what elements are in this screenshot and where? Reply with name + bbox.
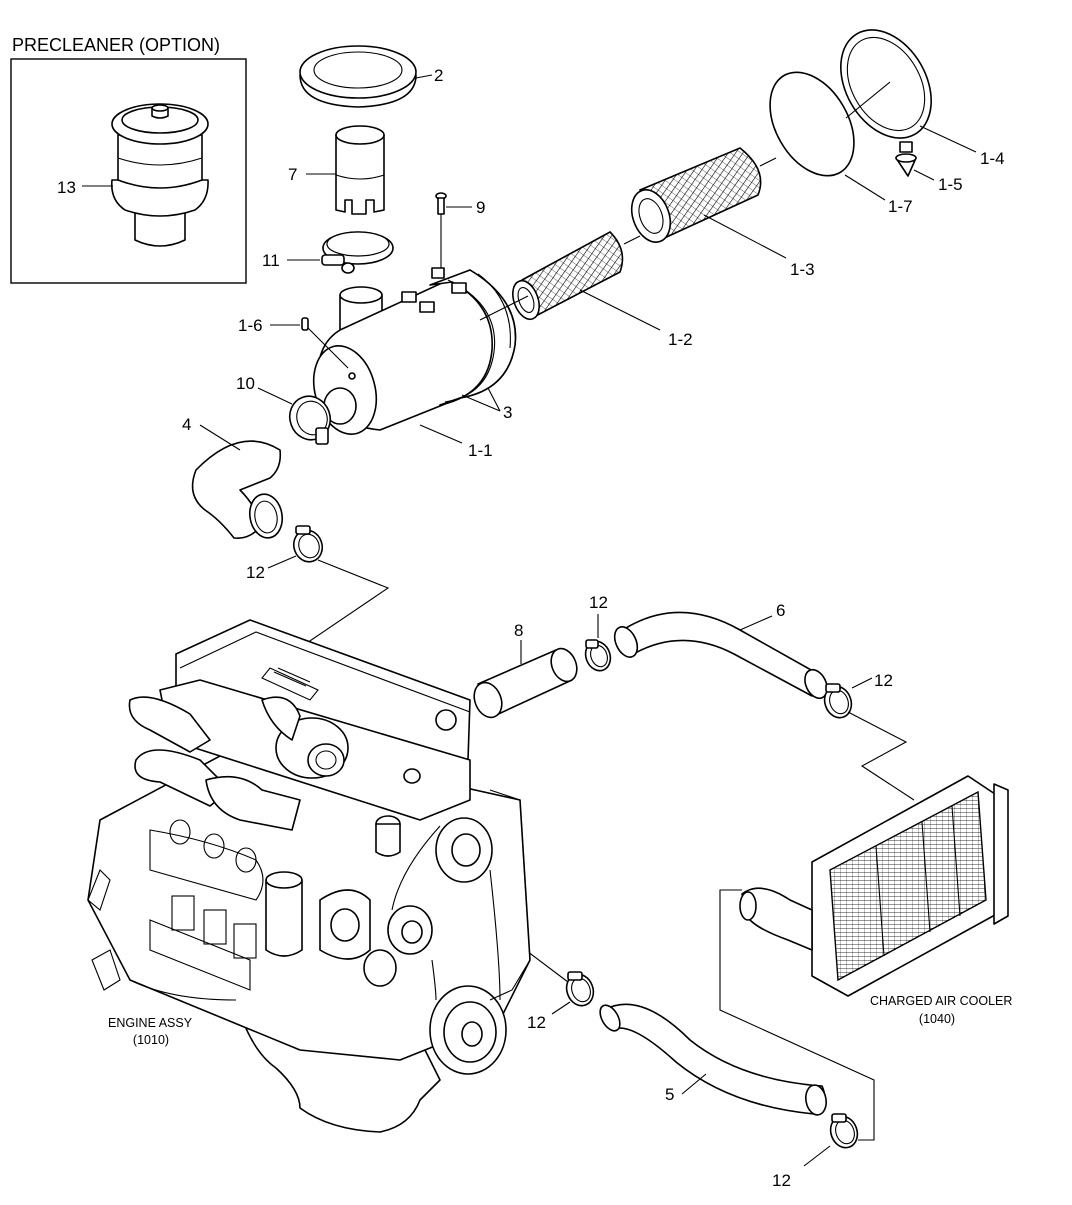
callout-12-c: 12: [874, 671, 893, 690]
inner-filter-1-2: 1-2: [512, 231, 693, 349]
clamp-12-a: 12: [246, 525, 324, 582]
tube-part-7: 7: [288, 125, 385, 215]
callout-12-a: 12: [246, 563, 265, 582]
elbow-part-4: 4: [182, 415, 284, 540]
callout-1-5: 1-5: [938, 175, 963, 194]
engine-assembly: ENGINE ASSY (1010): [87, 619, 531, 1133]
callout-1-7: 1-7: [888, 197, 913, 216]
clamp-part-11: 11: [262, 231, 394, 274]
callout-6: 6: [776, 601, 785, 620]
callout-12-b: 12: [589, 593, 608, 612]
cooler-label-line2: (1040): [919, 1012, 955, 1026]
cap-part-1-4: 1-4: [840, 29, 1005, 168]
precleaner-title: PRECLEANER (OPTION): [12, 35, 220, 55]
gasket-part-1-7: 1-7: [769, 71, 913, 216]
callout-3: 3: [503, 403, 512, 422]
callout-10: 10: [236, 374, 255, 393]
clamp-part-10: 10: [236, 374, 332, 445]
cover-part-2: 2: [299, 45, 443, 108]
callout-1-6: 1-6: [238, 316, 263, 335]
callout-1-1: 1-1: [468, 441, 493, 460]
bolt-part-9: 9: [435, 192, 485, 272]
hose-part-5: 5: [599, 1003, 827, 1116]
callout-5: 5: [665, 1085, 674, 1104]
charged-air-cooler: CHARGED AIR COOLER (1040): [739, 775, 1012, 1026]
callout-11: 11: [262, 251, 280, 270]
callout-12-e: 12: [772, 1171, 791, 1190]
air-cleaner-housing-1-1: 1-1 3: [307, 267, 517, 460]
callout-12-d: 12: [527, 1013, 546, 1032]
callout-1-2: 1-2: [668, 330, 693, 349]
precleaner-part-13: [110, 103, 209, 247]
hose-part-8: 8: [473, 621, 578, 719]
precleaner-box: PRECLEANER (OPTION) 13: [10, 35, 247, 284]
callout-2: 2: [434, 66, 443, 85]
callout-7: 7: [288, 165, 297, 184]
callout-13: 13: [57, 178, 76, 197]
engine-label-line2: (1010): [133, 1033, 169, 1047]
clamp-12-c: 12: [823, 671, 893, 719]
engine-label-line1: ENGINE ASSY: [108, 1016, 193, 1030]
valve-part-1-6: 1-6: [238, 316, 309, 335]
clamp-12-d: 12: [527, 971, 595, 1032]
callout-4: 4: [182, 415, 191, 434]
callout-8: 8: [514, 621, 523, 640]
hose-part-6: 6: [613, 601, 828, 700]
outer-filter-1-3: 1-3: [630, 147, 815, 279]
cooler-label-line1: CHARGED AIR COOLER: [870, 994, 1012, 1008]
clamp-12-b: 12: [584, 593, 612, 672]
clamp-12-e: 12: [772, 1113, 859, 1190]
callout-1-3: 1-3: [790, 260, 815, 279]
callout-1-4: 1-4: [980, 149, 1005, 168]
callout-9: 9: [476, 198, 485, 217]
evacuator-part-1-5: 1-5: [895, 141, 963, 194]
